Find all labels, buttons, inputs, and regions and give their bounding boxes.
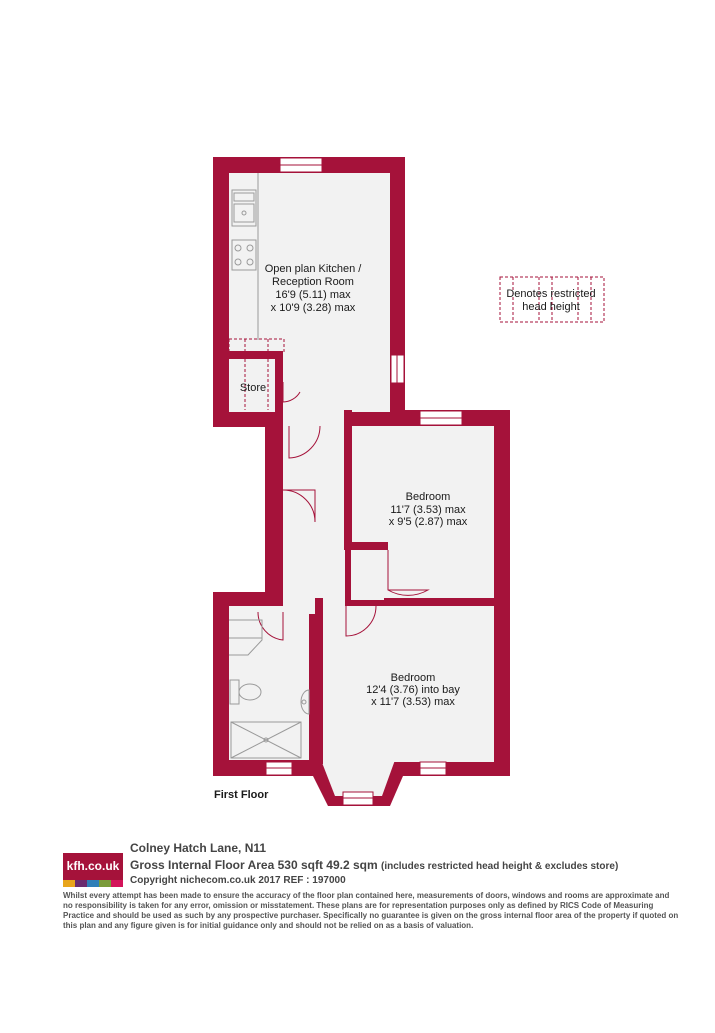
logo-text: kfh.co.uk	[66, 859, 120, 873]
bedroom2-label-1: Bedroom	[391, 672, 436, 684]
kitchen-label-1: Open plan Kitchen /	[265, 263, 363, 275]
kitchen-label-2: Reception Room	[272, 276, 354, 288]
footer-address: Colney Hatch Lane, N11	[130, 841, 267, 855]
stairs-icon	[229, 619, 263, 656]
restricted-legend-swatch	[499, 276, 605, 323]
room-labels: Open plan Kitchen / Reception Room 16'9 …	[240, 263, 596, 708]
bedroom2-label-3: x 11'7 (3.53) max	[371, 696, 455, 708]
doors	[257, 382, 430, 641]
basin-icon	[300, 689, 310, 715]
logo-stripes	[63, 880, 123, 887]
footer-disclaimer: Whilst every attempt has been made to en…	[63, 891, 679, 930]
interior-walls	[229, 351, 510, 764]
bedroom2-label-2: 12'4 (3.76) into bay	[366, 684, 460, 696]
footer-area-value: Gross Internal Floor Area 530 sqft 49.2 …	[130, 858, 378, 872]
footer-area-note: (includes restricted head height & exclu…	[380, 861, 619, 872]
bedroom1-label-1: Bedroom	[406, 491, 451, 503]
footer-copyright: Copyright nichecom.co.uk 2017 REF : 1970…	[130, 875, 346, 886]
store-label: Store	[240, 382, 266, 394]
legend-label-2: head height	[522, 301, 580, 313]
legend-label-1: Denotes restricted	[506, 288, 595, 300]
hob-icon	[231, 239, 257, 271]
shower-tray-icon	[230, 721, 302, 759]
kitchen-label-3: 16'9 (5.11) max	[275, 289, 351, 301]
bedroom1-label-2: 11'7 (3.53) max	[390, 504, 466, 516]
footer-area: Gross Internal Floor Area 530 sqft 49.2 …	[130, 858, 618, 872]
toilet-icon	[229, 679, 262, 705]
bedroom1-label-3: x 9'5 (2.87) max	[389, 516, 468, 528]
logo: kfh.co.uk	[63, 853, 123, 887]
floor-label: First Floor	[214, 789, 269, 801]
windows	[265, 157, 463, 806]
restricted-zone-kitchen	[228, 338, 285, 410]
kitchen-worktop	[231, 173, 259, 340]
sink-icon	[233, 192, 255, 223]
kitchen-label-4: x 10'9 (3.28) max	[271, 302, 356, 314]
